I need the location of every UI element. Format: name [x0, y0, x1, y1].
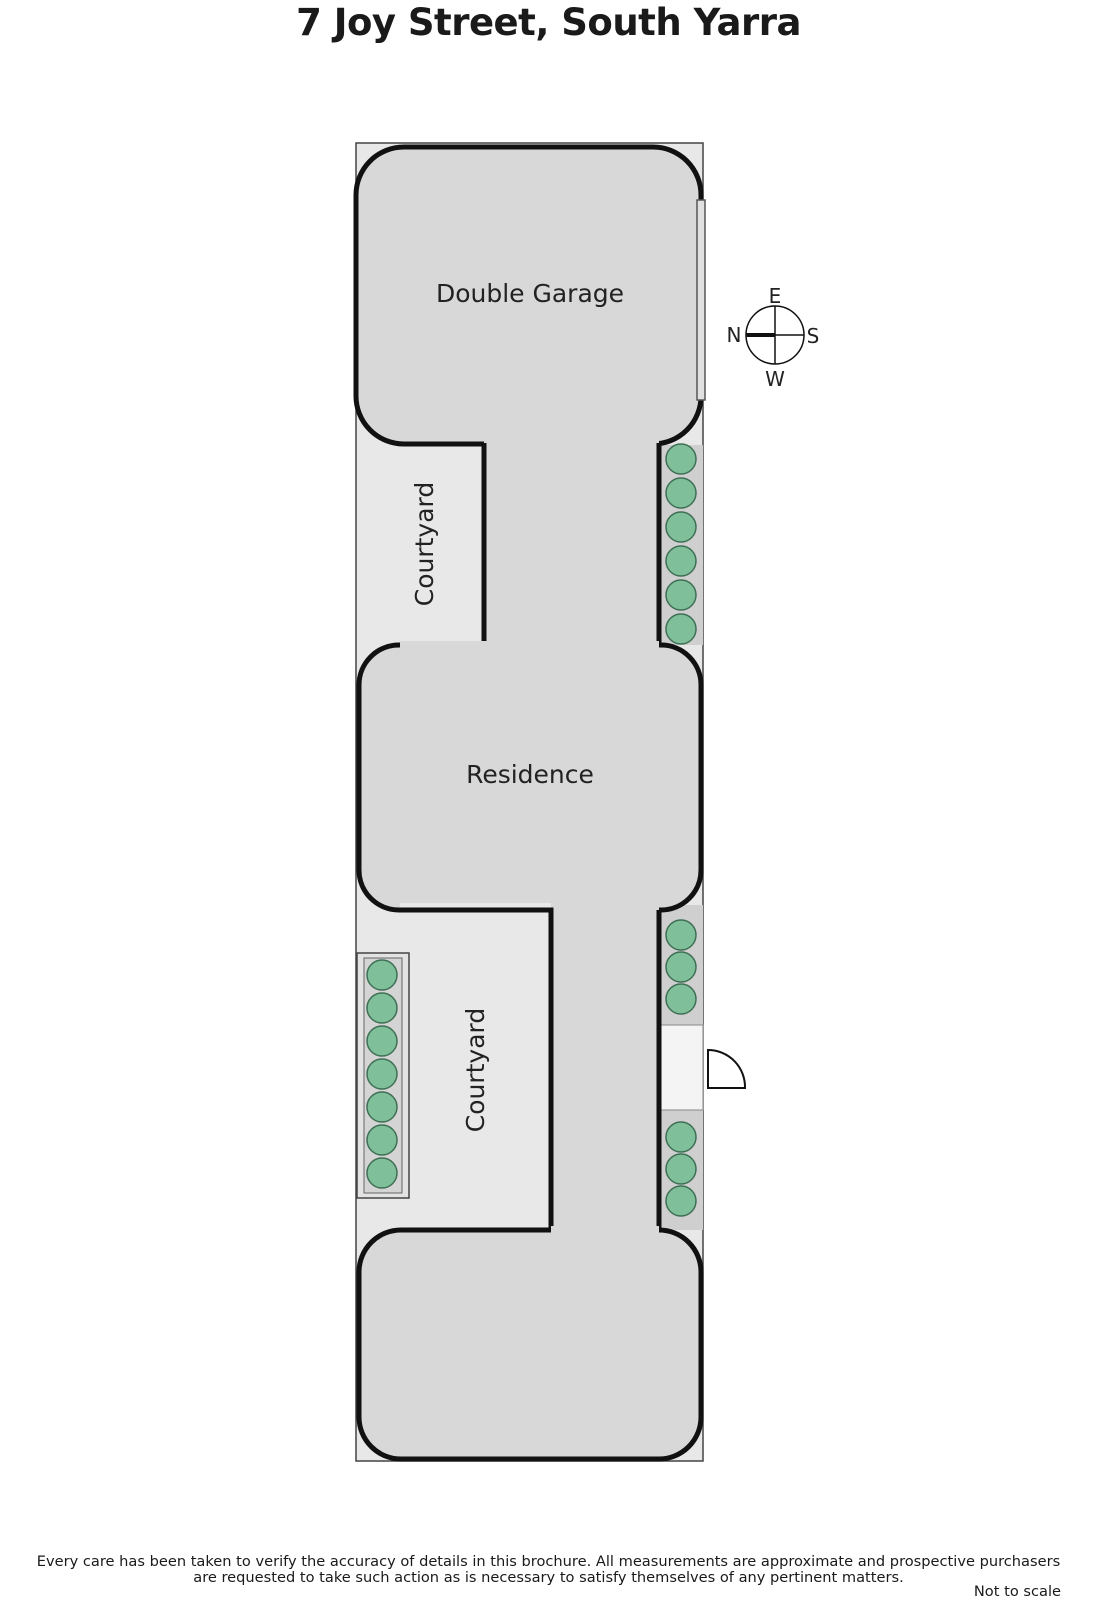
compass-north: N	[727, 323, 742, 347]
plant-icon	[665, 579, 697, 611]
central-corridor-bottom	[551, 905, 659, 1235]
plant-icon	[366, 1025, 398, 1057]
plant-icon	[665, 511, 697, 543]
plant-icon	[665, 477, 697, 509]
disclaimer-line-2: are requested to take such action as is …	[193, 1569, 904, 1586]
plant-icon	[665, 1185, 697, 1217]
compass-south: S	[807, 324, 820, 348]
courtyard-bottom-label: Courtyard	[461, 1008, 490, 1133]
plant-icon	[665, 919, 697, 951]
compass-east: E	[769, 284, 782, 308]
rear-room	[356, 1227, 704, 1462]
plant-icon	[665, 1153, 697, 1185]
entry-door	[707, 1048, 747, 1089]
disclaimer-line-1: Every care has been taken to verify the …	[36, 1553, 1061, 1570]
garage-door	[696, 199, 706, 401]
compass-west: W	[765, 367, 785, 391]
residence-label: Residence	[466, 760, 594, 789]
plant-icon	[665, 951, 697, 983]
plant-icon	[665, 613, 697, 645]
plants	[366, 443, 697, 1217]
plant-icon	[366, 1157, 398, 1189]
plant-icon	[366, 1124, 398, 1156]
compass-icon: E N S W	[727, 284, 820, 391]
plant-icon	[366, 1058, 398, 1090]
disclaimer: Every care has been taken to verify the …	[0, 1554, 1097, 1586]
garage-label: Double Garage	[436, 279, 624, 308]
plant-icon	[665, 983, 697, 1015]
central-corridor-top	[484, 441, 659, 651]
plant-icon	[665, 545, 697, 577]
page-title: 7 Joy Street, South Yarra	[296, 1, 801, 44]
scale-note: Not to scale	[973, 1583, 1061, 1600]
plant-icon	[366, 1091, 398, 1123]
plant-icon	[665, 1121, 697, 1153]
courtyard-top-label: Courtyard	[410, 482, 439, 607]
plant-icon	[366, 959, 398, 991]
plant-icon	[366, 992, 398, 1024]
entry-landing	[657, 1024, 704, 1111]
plant-icon	[665, 443, 697, 475]
